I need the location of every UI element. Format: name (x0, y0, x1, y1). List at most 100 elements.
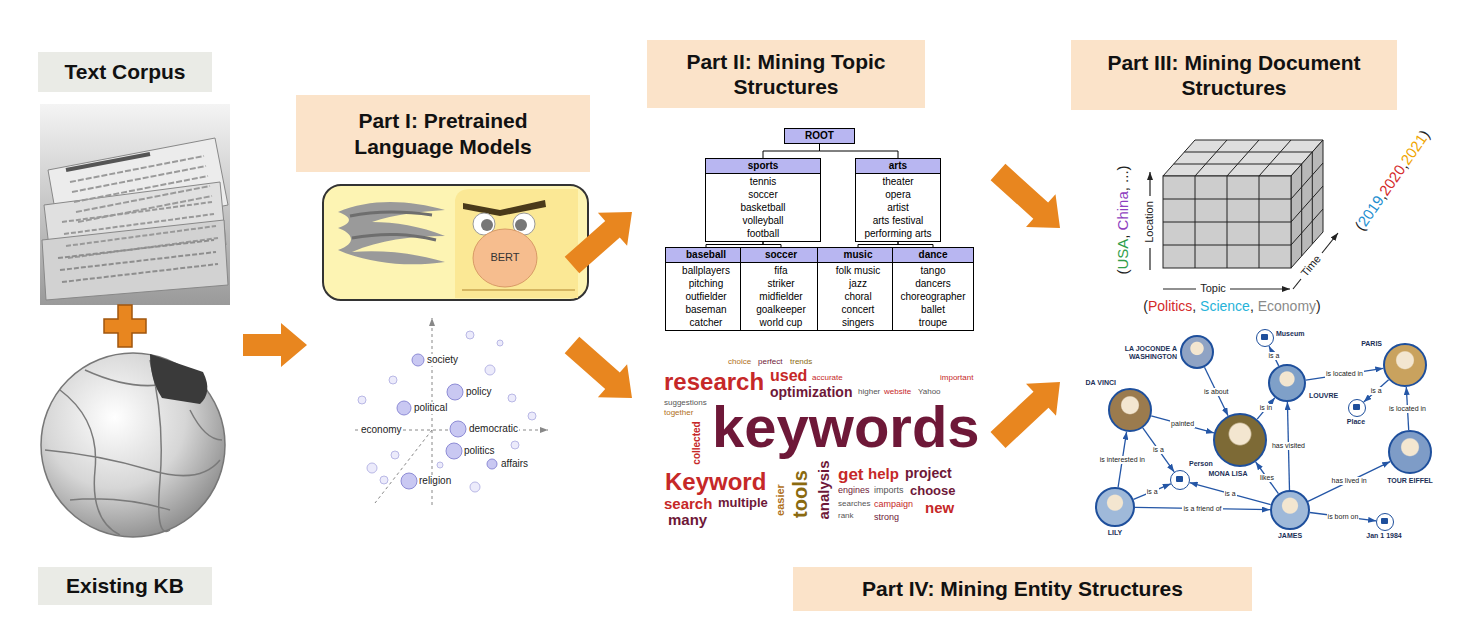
relation-arrow (1306, 368, 1384, 380)
cloud-word: get (838, 466, 864, 483)
entity-label: LA JOCONDE A WASHINGTON (1113, 345, 1177, 361)
embedding-scatter-part-part (447, 384, 463, 400)
icon-glyph (1353, 404, 1360, 410)
cloud-word: suggestions (664, 399, 707, 407)
axis-value: ) (1316, 298, 1321, 314)
model-name: BERT (490, 252, 519, 263)
taxonomy-term: basketball (708, 201, 818, 214)
relation-label: is located in (1325, 370, 1364, 378)
taxonomy-terms: theateroperaartistarts festivalperformin… (856, 174, 940, 241)
taxonomy-term: striker (743, 277, 819, 290)
relation-arrow (1256, 462, 1279, 494)
taxonomy-term: pitching (668, 277, 744, 290)
embedding-scatter-part-part (380, 476, 388, 484)
taxonomy-term: opera (858, 188, 938, 201)
entity-label: DA VINCI (1086, 379, 1116, 387)
cube-axes-part (1149, 248, 1150, 270)
axis-values: (Politics, Science, Economy) (1143, 299, 1320, 313)
relation-arrow (1308, 462, 1390, 502)
cloud-word: new (925, 500, 954, 515)
flow-arrow (991, 382, 1061, 448)
taxonomy-term: jazz (820, 277, 896, 290)
axis-value: USA (1114, 239, 1131, 270)
entity-icon: Person (1170, 470, 1190, 490)
taxonomy-term: soccer (708, 188, 818, 201)
taxonomy-box: ROOT (784, 128, 855, 144)
icon-glyph (1261, 334, 1268, 340)
axis-values: (2019,2020,2021) (1352, 127, 1432, 233)
embedding-scatter-part-part (497, 340, 503, 346)
relation-arrow (1190, 483, 1271, 505)
cloud-word: help (868, 466, 899, 481)
taxonomy-box: baseballballplayerspitchingoutfielderbas… (665, 247, 747, 331)
bert-illustration (323, 185, 588, 300)
cloud-word: optimization (770, 385, 852, 399)
entity-label: LOUVRE (1309, 392, 1338, 400)
data-cube-part (1163, 176, 1291, 268)
newspaper-photo-part (66, 154, 150, 170)
part-label-box: Part I: Pretrained Language Models (296, 95, 590, 172)
cloud-word: higher (858, 388, 880, 396)
embedding-scatter-part-part (470, 482, 480, 492)
entity-label: Jan 1 1984 (1366, 532, 1401, 540)
bert-illustration-part (481, 219, 493, 231)
entity-label: Museum (1276, 330, 1304, 338)
bert-illustration-part (473, 229, 537, 287)
taxonomy-term: outfielder (668, 290, 744, 303)
relation-arrow (1143, 428, 1174, 472)
embedding-scatter-part (397, 354, 497, 489)
cloud-word: searches (838, 500, 870, 508)
embedding-scatter-part-part (487, 459, 497, 469)
data-cube-part (1291, 140, 1323, 268)
relation-label: has visited (1271, 442, 1306, 450)
cloud-word: used (770, 368, 807, 384)
cloud-word: many (668, 512, 707, 527)
entity-label: TOUR EIFFEL (1387, 477, 1433, 485)
entity-circle: MONA LISA (1213, 413, 1267, 467)
cloud-word: accurate (812, 374, 843, 382)
embedding-scatter-part-part (389, 376, 397, 384)
flow-arrow (565, 212, 632, 273)
embedding-scatter-part-part (367, 463, 377, 473)
taxonomy-term: fifa (743, 264, 819, 277)
cloud-word: trends (790, 358, 812, 366)
cloud-word: analysis (816, 460, 831, 519)
cube-axes-part (1293, 279, 1301, 289)
axis-value: Politics (1148, 298, 1192, 314)
relation-label: has lived in (1331, 477, 1368, 485)
entity-icon: Jan 1 1984 (1376, 513, 1394, 531)
entity-circle: LOUVRE (1268, 364, 1306, 402)
cloud-word: search (664, 496, 712, 511)
axis-values: (USA, China, ...) (1115, 165, 1130, 274)
taxonomy-heading: sports (706, 159, 820, 174)
relation-arrow (1364, 380, 1389, 402)
relation-label: is a (1146, 488, 1159, 496)
taxonomy-term: arts festival (858, 214, 938, 227)
newspaper-photo (40, 104, 230, 305)
taxonomy-term: theater (858, 175, 938, 188)
axis-value: , (1114, 230, 1131, 238)
entity-label: Place (1347, 418, 1365, 426)
tree-link (763, 144, 820, 158)
cloud-word: website (884, 388, 911, 396)
embedding-word: politics (463, 445, 496, 457)
relation-label: is a friend of (1182, 505, 1222, 513)
taxonomy-heading: soccer (741, 248, 821, 263)
taxonomy-box: soccerfifastrikermidfieldergoalkeeperwor… (740, 247, 822, 331)
tree-link (820, 144, 899, 158)
embedding-scatter-part-part (446, 443, 462, 459)
embedding-scatter-part-part (450, 421, 466, 437)
data-cube-part (1174, 140, 1313, 176)
taxonomy-term: goalkeeper (743, 303, 819, 316)
part-label-box: Text Corpus (38, 52, 212, 92)
part-label-box: Part II: Mining Topic Structures (647, 40, 925, 108)
embedding-scatter-part-part (528, 412, 536, 420)
entity-circle: TOUR EIFFEL (1388, 430, 1432, 474)
taxonomy-box: dancetangodancerschoreographerballettrou… (892, 247, 974, 331)
bert-illustration-part (462, 289, 575, 291)
relation-label: is about (1203, 388, 1230, 396)
axis-value: Economy (1258, 298, 1316, 314)
cloud-word: tools (790, 470, 810, 518)
part-title: Part II: Mining Topic Structures (661, 49, 911, 99)
embedding-scatter-part-part (485, 365, 495, 375)
